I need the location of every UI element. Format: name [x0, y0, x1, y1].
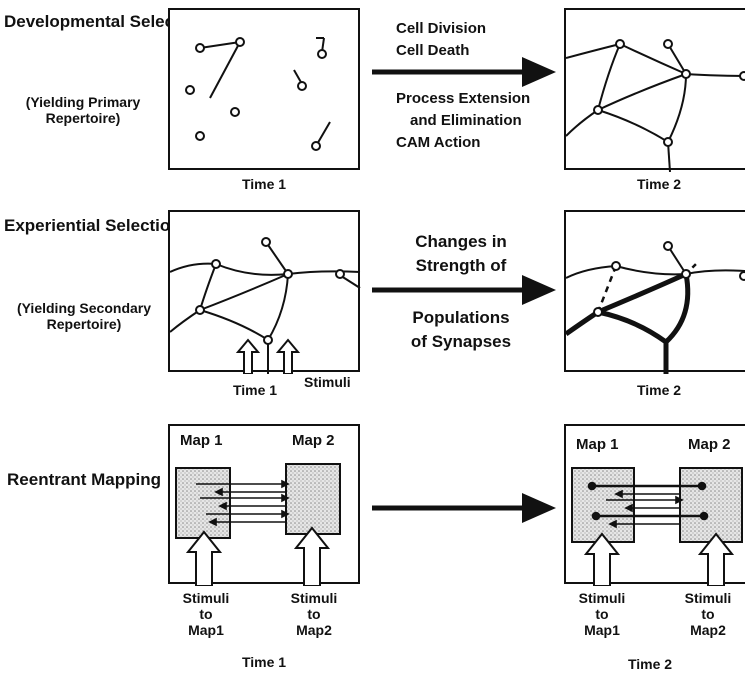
process-cam-action: CAM Action: [396, 134, 481, 151]
map1-area: [175, 467, 231, 539]
experiential-selection-title: Experiential Selection: [4, 216, 181, 235]
time1-developmental-panel: [168, 8, 360, 170]
neuron-soma: [317, 49, 327, 59]
map1-label: Map 1: [576, 436, 619, 453]
time2-mapping-panel: [564, 424, 745, 586]
experiential-network: [170, 237, 361, 374]
change-strength-line1: Changes in: [415, 232, 507, 251]
reentrant-maps-time1: [175, 463, 341, 586]
time1-experiential-panel: [168, 210, 361, 374]
neuron-soma: [195, 43, 205, 53]
time2-label: Time 2: [627, 656, 673, 672]
strengthened-network: [566, 241, 745, 374]
change-strength-line4: of Synapses: [410, 332, 512, 351]
secondary-repertoire-note: (Yielding Secondary Repertoire): [16, 300, 152, 333]
arrow-row1: [372, 57, 556, 87]
neuron-soma: [230, 107, 240, 117]
stimuli-label: Stimuli: [304, 374, 351, 390]
developmental-neurons-sparse: [185, 37, 331, 151]
time1-label: Time 1: [241, 176, 287, 192]
reentrant-maps-time2: [571, 467, 743, 586]
neuron-soma: [235, 37, 245, 47]
map1-area: [571, 467, 635, 543]
developmental-network: [566, 39, 745, 172]
time2-label: Time 2: [636, 382, 682, 398]
reentrant-mapping-title: Reentrant Mapping: [7, 470, 161, 489]
arrow-row3: [372, 493, 556, 523]
neuron-soma: [297, 81, 307, 91]
neuron-soma: [185, 85, 195, 95]
map2-area: [679, 467, 743, 543]
stimulus-input-arrows: [185, 526, 331, 586]
primary-repertoire-note: (Yielding Primary Repertoire): [25, 94, 141, 127]
time2-experiential-panel: [564, 210, 745, 374]
map1-label: Map 1: [180, 432, 223, 449]
neuron-soma: [311, 141, 321, 151]
time1-label: Time 1: [232, 382, 278, 398]
process-cell-death: Cell Death: [396, 42, 470, 59]
map2-label: Map 2: [292, 432, 335, 449]
arrow-row2: [372, 275, 556, 305]
neuron-soma: [195, 131, 205, 141]
change-strength-line2: Strength of: [415, 256, 507, 275]
time2-label: Time 2: [636, 176, 682, 192]
map2-area: [285, 463, 341, 535]
stimulus-input-arrows: [583, 532, 735, 586]
change-strength-line3: Populations: [412, 308, 510, 327]
time1-label: Time 1: [241, 654, 287, 670]
time1-mapping-panel: [168, 424, 360, 586]
process-extension: Process Extension: [396, 90, 531, 107]
process-elimination: and Elimination: [410, 112, 522, 129]
stimuli-arrows: [235, 338, 301, 374]
process-cell-division: Cell Division: [396, 20, 487, 37]
map2-label: Map 2: [688, 436, 731, 453]
time2-developmental-panel: [564, 8, 745, 172]
developmental-selection-title: Developmental Selection: [4, 12, 206, 31]
